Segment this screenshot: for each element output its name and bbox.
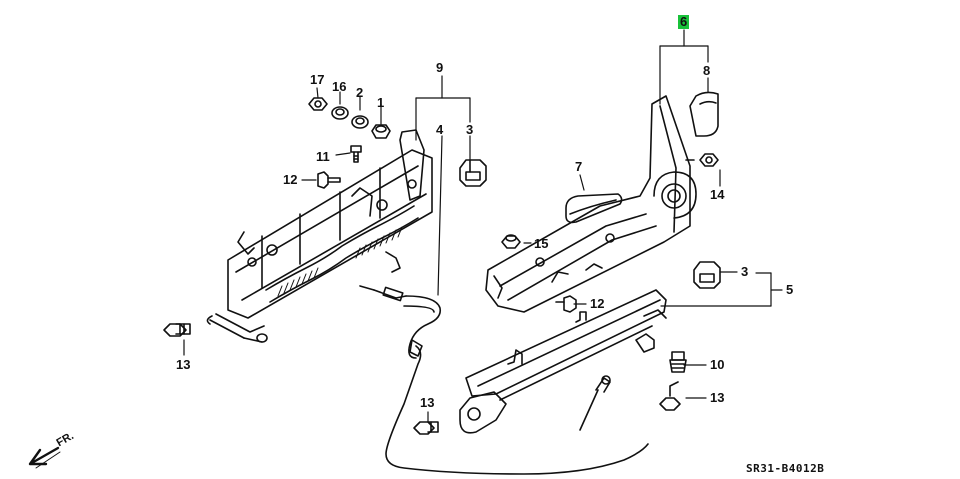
right-rail <box>459 289 667 434</box>
callout-16: 16 <box>332 79 347 94</box>
callout-3-lower: 3 <box>741 264 749 279</box>
callout-10: 10 <box>710 357 725 372</box>
callout-12-right: 12 <box>590 296 605 311</box>
callout-3-upper: 3 <box>466 122 474 137</box>
leader-lines <box>183 29 783 423</box>
callout-1: 1 <box>377 95 385 110</box>
callout-4: 4 <box>436 122 444 137</box>
knob-cover-8 <box>689 91 719 137</box>
recliner-assembly <box>485 95 697 313</box>
release-cable <box>359 285 649 475</box>
bolt-10 <box>669 351 687 373</box>
callout-7: 7 <box>575 159 583 174</box>
front-arrow-icon <box>28 446 61 469</box>
fasteners-top-left <box>308 97 391 189</box>
diagram-code: SR31-B4012B <box>746 462 825 475</box>
bolts-13 <box>163 323 681 435</box>
callout-2: 2 <box>356 85 364 100</box>
callout-5: 5 <box>786 282 794 297</box>
callout-13-left: 13 <box>176 357 191 372</box>
callout-6-highlighted: 6 <box>678 14 690 29</box>
callout-13-right: 13 <box>710 390 725 405</box>
callout-11: 11 <box>316 149 330 164</box>
clip-3-upper <box>459 159 487 187</box>
left-rail-assembly <box>206 129 433 343</box>
clip-3-lower <box>693 261 721 289</box>
callout-12-left: 12 <box>283 172 298 187</box>
nut-15 <box>501 234 521 249</box>
callout-15: 15 <box>534 236 549 251</box>
callout-17: 17 <box>310 72 325 87</box>
callout-9: 9 <box>436 60 444 75</box>
callout-8: 8 <box>703 63 711 78</box>
lever-handle-7 <box>565 193 623 224</box>
callout-14: 14 <box>710 187 725 202</box>
nut-14 <box>685 153 719 167</box>
callout-13-middle: 13 <box>420 395 435 410</box>
bolt-12-right <box>555 295 577 313</box>
